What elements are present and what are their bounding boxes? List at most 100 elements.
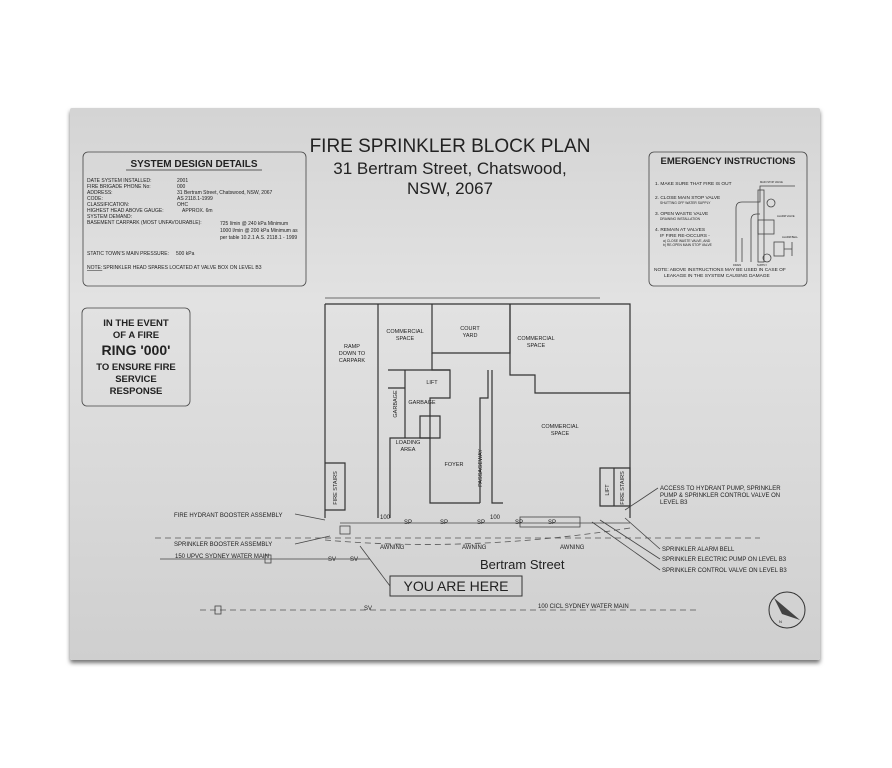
awning-label: AWNING (462, 545, 487, 551)
emergency-step-sub: DRAINING INSTALLATION (660, 217, 701, 221)
demand-extra: per table 10.2.1 A.S. 2118.1 - 1999 (220, 235, 297, 241)
callout-leaders (294, 487, 661, 571)
fire-notice-line: SERVICE (115, 374, 157, 385)
row-value: APPROX. 6m (182, 208, 213, 214)
row-value: 725 l/min @ 240 kPa Minimum (220, 221, 288, 227)
room-label: COMMERCIAL (541, 424, 578, 430)
room-label: COMMERCIAL (386, 329, 423, 335)
sp-label: SP (515, 520, 523, 526)
sp-label: SP (404, 520, 412, 526)
row-label: FIRE BRIGADE PHONE No: (87, 184, 151, 190)
diagram-label: DRAIN (733, 263, 741, 267)
diagram-label: SUPPLY (757, 263, 767, 267)
sign-plaque: FIRE SPRINKLER BLOCK PLAN 31 Bertram Str… (70, 108, 820, 660)
diagram-label: ALARM BELL (782, 235, 799, 239)
row-value: 000 (177, 184, 186, 190)
room-label: GARBAGE (393, 390, 399, 418)
system-design-heading: SYSTEM DESIGN DETAILS (130, 159, 257, 170)
sp-label: SP (440, 520, 448, 526)
room-label: COMMERCIAL (517, 336, 554, 342)
room-label: SPACE (551, 431, 570, 437)
room-label: LIFT (426, 380, 438, 386)
room-label: AREA (401, 447, 416, 453)
callout-sprinkler-booster: SPRINKLER BOOSTER ASSEMBLY (174, 542, 272, 548)
row-value: 31 Bertram Street, Chatswood, NSW, 2067 (177, 190, 273, 196)
demand-extra: 1000 l/min @ 200 kPa Minimum as (220, 228, 298, 234)
emergency-step: 4. REMAIN AT VALVES (655, 227, 705, 233)
row-value: 2001 (177, 178, 188, 184)
emergency-step: 3. OPEN WASTE VALVE (655, 211, 708, 217)
room-label: LOADING (396, 440, 421, 446)
floor-plan (324, 297, 631, 518)
street-name: Bertram Street (480, 557, 565, 572)
emergency-step-sub: IF FIRE RE-OCCURS - (660, 233, 710, 239)
room-label: GARBAGE (408, 400, 436, 406)
row-label: BASEMENT CARPARK (MOST UNFAVOURABLE): (87, 220, 202, 226)
row-label: CLASSIFICATION: (87, 202, 129, 208)
fire-notice-phone: RING '000' (102, 342, 171, 358)
row-value: AS 2118.1-1999 (177, 196, 213, 202)
sp-label: SP (477, 520, 485, 526)
row-label: SYSTEM DEMAND: (87, 214, 132, 220)
water-main-label: 100 CICL SYDNEY WATER MAIN (538, 604, 629, 610)
callout-access: ACCESS TO HYDRANT PUMP, SPRINKLER (660, 486, 781, 492)
emergency-step-sub: b) RE-OPEN MAIN STOP VALVE (663, 243, 713, 247)
fire-notice-line: OF A FIRE (113, 330, 159, 341)
you-are-here-marker: YOU ARE HERE (359, 545, 523, 597)
address-line-1: 31 Bertram Street, Chatswood, (333, 159, 566, 178)
room-label: FIRE STAIRS (333, 471, 339, 505)
callout-electric-pump: SPRINKLER ELECTRIC PUMP ON LEVEL B3 (662, 557, 787, 563)
sp-label: SP (548, 520, 556, 526)
row-value: OHC (177, 202, 189, 208)
sv-label: SV (350, 557, 358, 563)
system-design-panel: SYSTEM DESIGN DETAILS DATE SYSTEM INSTAL… (82, 151, 307, 287)
room-label: SPACE (527, 343, 546, 349)
emergency-note: LEAKAGE IN THE SYSTEM CAUSING DAMAGE (664, 273, 770, 279)
diagram-label: MAIN STOP VALVE (760, 180, 783, 184)
emergency-heading: EMERGENCY INSTRUCTIONS (661, 156, 796, 167)
address-line-2: NSW, 2067 (407, 179, 493, 198)
page-title: FIRE SPRINKLER BLOCK PLAN (310, 136, 591, 157)
room-label: LIFT (605, 484, 611, 496)
row-label: DATE SYSTEM INSTALLED: (87, 178, 152, 184)
row-label: CODE: (87, 196, 103, 202)
static-pressure-value: 500 kPa (176, 251, 195, 257)
room-label: DOWN TO (339, 351, 366, 357)
emergency-step-sub: a) CLOSE WASTE VALVE, AND (663, 239, 711, 243)
callout-control-valve: SPRINKLER CONTROL VALVE ON LEVEL B3 (662, 568, 787, 574)
room-label: COURT (460, 326, 480, 332)
emergency-instructions-panel: EMERGENCY INSTRUCTIONS 1. MAKE SURE THAT… (648, 151, 808, 287)
fire-notice-line: RESPONSE (110, 386, 163, 397)
awning-label: AWNING (380, 545, 405, 551)
fire-notice-line: IN THE EVENT (103, 318, 169, 329)
emergency-note: NOTE: ABOVE INSTRUCTIONS MAY BE USED IN … (654, 267, 786, 273)
callout-hydrant-booster: FIRE HYDRANT BOOSTER ASSEMBLY (174, 513, 282, 519)
static-pressure-label: STATIC TOWN'S MAIN PRESSURE: (87, 251, 169, 257)
pipe-size: 100 (490, 515, 501, 521)
room-label: CARPARK (339, 358, 366, 364)
valve-diagram (735, 185, 795, 263)
pipe-size: 100 (380, 515, 391, 521)
callout-access: LEVEL B3 (660, 500, 688, 506)
fire-notice-line: TO ENSURE FIRE (96, 362, 176, 373)
emergency-step-sub: SHUTTING OFF WATER SUPPLY (660, 201, 711, 205)
room-label: RAMP (344, 344, 360, 350)
sv-label: SV (328, 557, 336, 563)
block-plan-drawing: FIRE SPRINKLER BLOCK PLAN 31 Bertram Str… (81, 136, 808, 629)
room-label: FIRE STAIRS (620, 471, 626, 505)
note-label: NOTE: (87, 265, 102, 271)
room-label: YARD (463, 333, 478, 339)
callout-access: PUMP & SPRINKLER CONTROL VALVE ON (660, 493, 780, 499)
emergency-step: 2. CLOSE MAIN STOP VALVE (655, 195, 720, 201)
row-label: HIGHEST HEAD ABOVE GAUGE: (87, 208, 164, 214)
sv-label: SV (364, 606, 372, 612)
fire-notice-panel: IN THE EVENT OF A FIRE RING '000' TO ENS… (81, 307, 191, 407)
room-label: FOYER (445, 462, 464, 468)
svg-text:N: N (779, 619, 782, 624)
diagram-label: ALARM VALVE (777, 214, 795, 218)
water-main-label: 150 UPVC SYDNEY WATER MAIN (175, 554, 269, 560)
room-label: SPACE (396, 336, 415, 342)
you-are-here-label: YOU ARE HERE (403, 578, 508, 594)
emergency-step: 1. MAKE SURE THAT FIRE IS OUT (655, 181, 732, 187)
row-label: ADDRESS: (87, 190, 113, 196)
